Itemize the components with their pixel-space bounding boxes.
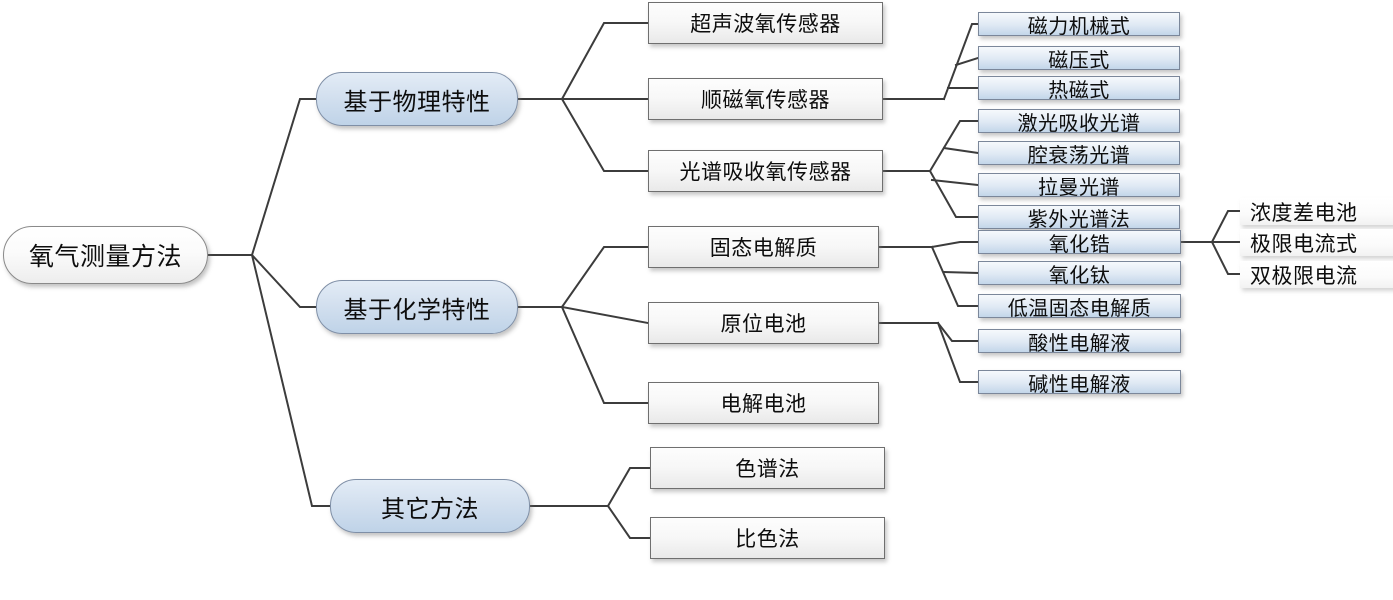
node-magneto-mechanical-label: 磁力机械式 [1027,15,1131,38]
node-chemical[interactable]: 基于化学特性 [316,280,518,334]
edge-chemical-to-solid-electrolyte [560,246,649,309]
node-uv-spectroscopy[interactable]: 紫外光谱法 [978,205,1180,231]
edge-paramagnetic-to-magneto-mechanical [942,23,979,101]
node-thermo-magnetic-label: 热磁式 [1048,79,1110,102]
node-titania[interactable]: 氧化钛 [978,261,1181,287]
edge-physical-to-ultrasonic [560,22,649,101]
node-paramagnetic[interactable]: 顺磁氧传感器 [648,78,883,120]
edge-other-to-chromatography [606,467,651,508]
node-chromatography-label: 色谱法 [735,457,800,481]
edge-paramagnetic-to-magneto-pressure [954,56,980,67]
node-low-temp-solid-electrolyte[interactable]: 低温固态电解质 [978,294,1181,320]
node-limiting-current[interactable]: 极限电流式 [1240,229,1393,256]
node-zirconia-label: 氧化锆 [1048,233,1111,256]
node-concentration-cell[interactable]: 浓度差电池 [1240,198,1393,225]
node-paramagnetic-label: 顺磁氧传感器 [701,88,830,112]
edge-solid-to-zirconia [930,241,979,249]
node-concentration-cell-label: 浓度差电池 [1250,200,1358,225]
node-cavity-ringdown-label: 腔衰荡光谱 [1027,144,1131,167]
node-solid-electrolyte-label: 固态电解质 [709,236,818,260]
node-spectral[interactable]: 光谱吸收氧传感器 [648,150,883,192]
node-chromatography[interactable]: 色谱法 [650,447,885,489]
node-ultrasonic[interactable]: 超声波氧传感器 [648,2,883,44]
node-zirconia[interactable]: 氧化锆 [978,230,1181,256]
node-cavity-ringdown[interactable]: 腔衰荡光谱 [978,141,1180,167]
node-low-temp-solid-electrolyte-label: 低温固态电解质 [1007,297,1152,320]
edge-zirconia-to-dual [1210,240,1241,275]
node-physical[interactable]: 基于物理特性 [316,72,518,126]
node-physical-label: 基于物理特性 [343,89,491,116]
node-thermo-magnetic[interactable]: 热磁式 [978,76,1180,102]
node-chemical-label: 基于化学特性 [343,297,491,324]
node-uv-spectroscopy-label: 紫外光谱法 [1027,208,1131,231]
node-other-label: 其它方法 [381,496,479,523]
node-other[interactable]: 其它方法 [330,479,530,533]
edge-zirconia-to-concentration [1210,210,1241,244]
node-alkaline-electrolyte-label: 碱性电解液 [1028,373,1131,396]
node-colorimetry[interactable]: 比色法 [650,517,885,559]
root-node[interactable]: 氧气测量方法 [3,226,208,284]
node-solid-electrolyte[interactable]: 固态电解质 [648,226,879,268]
edge-galvanic-to-acid [936,321,979,342]
edge-spectral-to-uv [928,169,979,218]
node-laser-absorption[interactable]: 激光吸收光谱 [978,109,1180,135]
node-magneto-mechanical[interactable]: 磁力机械式 [978,12,1180,38]
edge-solid-to-titania [942,270,980,275]
edge-other-to-colorimetry [606,504,651,539]
node-spectral-label: 光谱吸收氧传感器 [679,160,852,184]
node-alkaline-electrolyte[interactable]: 碱性电解液 [978,370,1181,396]
root-node-label: 氧气测量方法 [28,244,182,271]
edge-solid-to-lowtemp [930,245,979,307]
node-magneto-pressure-label: 磁压式 [1048,49,1110,72]
node-dual-limiting-current[interactable]: 双极限电流 [1240,261,1393,288]
node-raman[interactable]: 拉曼光谱 [978,173,1180,199]
edge-spectral-to-laser [928,120,979,173]
edge-spectral-to-raman [930,178,980,187]
node-titania-label: 氧化钛 [1048,264,1111,287]
edge-chemical-to-electrolytic [560,305,649,404]
node-dual-limiting-current-label: 双极限电流 [1250,263,1358,288]
edge-galvanic-to-alkaline [936,321,979,383]
node-magneto-pressure[interactable]: 磁压式 [978,46,1180,72]
node-ultrasonic-label: 超声波氧传感器 [690,12,841,36]
edge-spectral-to-cavity [942,146,980,155]
node-acid-electrolyte-label: 酸性电解液 [1028,332,1131,355]
node-raman-label: 拉曼光谱 [1038,176,1120,199]
edge-root-to-physical [250,98,317,257]
node-laser-absorption-label: 激光吸收光谱 [1017,112,1141,135]
node-galvanic-cell[interactable]: 原位电池 [648,302,879,344]
node-colorimetry-label: 比色法 [735,527,800,551]
edge-root-to-chemical [250,253,317,308]
edge-physical-to-spectral [560,97,649,172]
node-electrolytic-cell-label: 电解电池 [720,392,807,416]
node-acid-electrolyte[interactable]: 酸性电解液 [978,329,1181,355]
edge-chemical-to-galvanic [560,305,650,325]
node-galvanic-cell-label: 原位电池 [720,312,807,336]
node-electrolytic-cell[interactable]: 电解电池 [648,382,879,424]
node-limiting-current-label: 极限电流式 [1250,231,1358,256]
